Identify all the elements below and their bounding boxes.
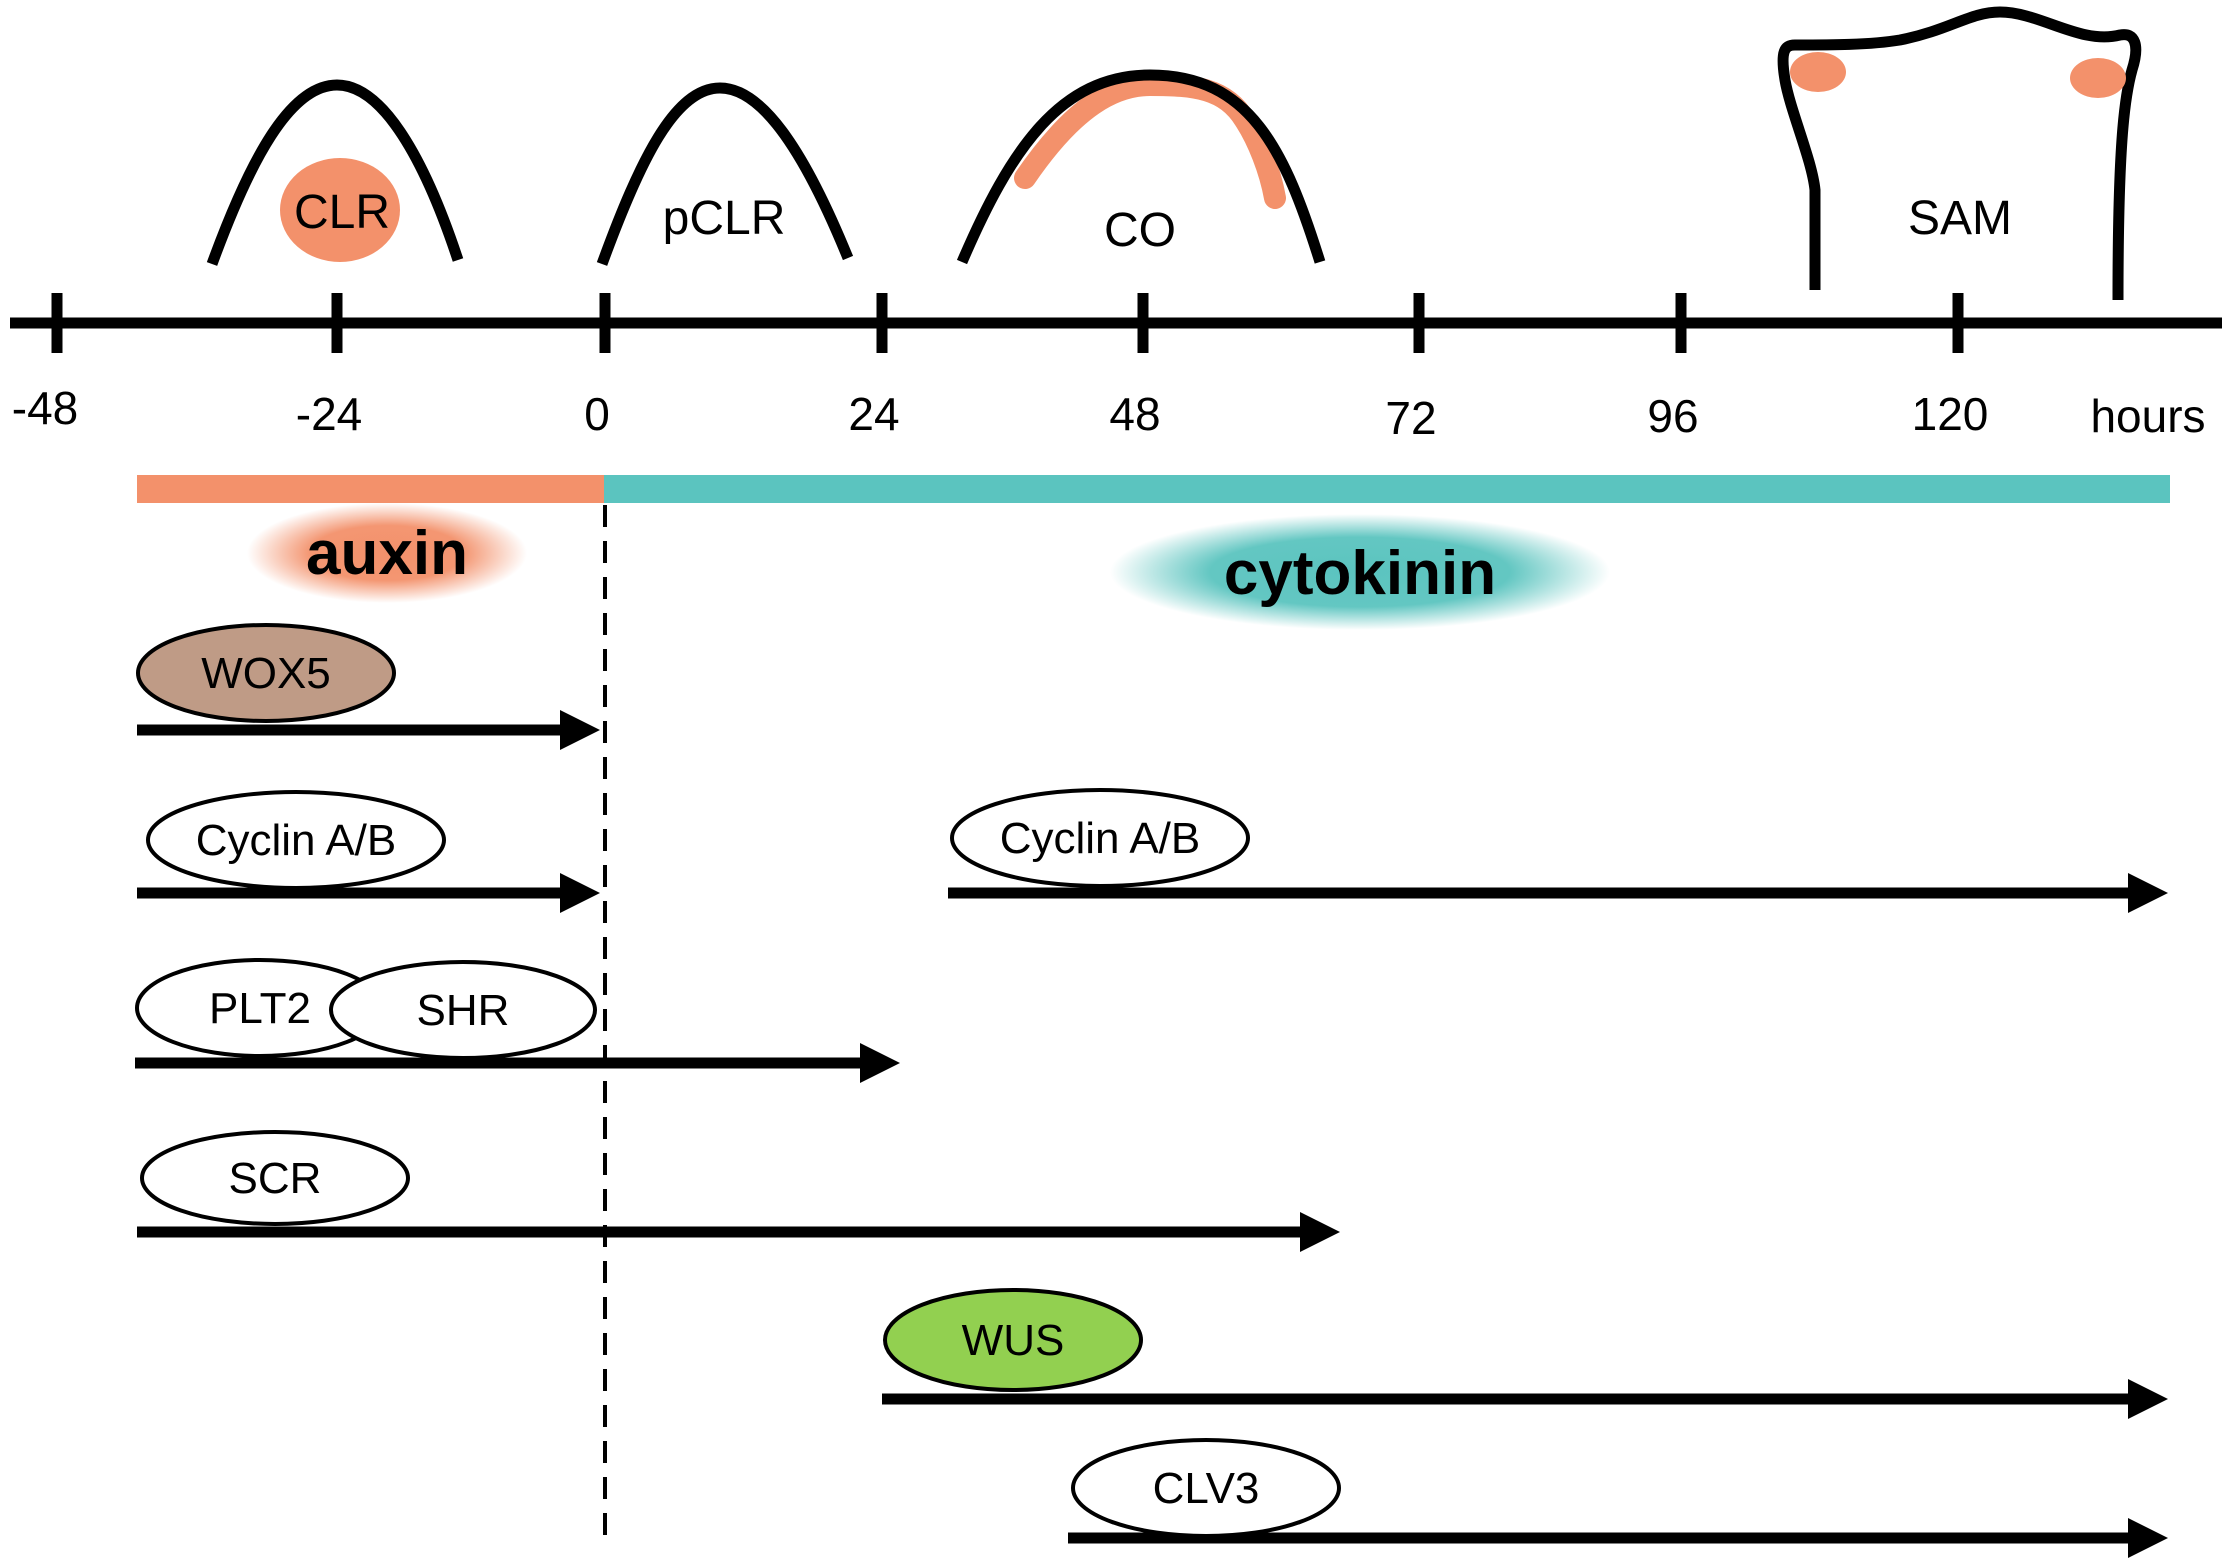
cytokinin-glow: [1110, 514, 1610, 630]
hormone-cytokinin: cytokinin: [1110, 514, 1610, 630]
structure-sam: SAM: [1777, 6, 2142, 301]
co-outline: [956, 69, 1326, 265]
timeline-tick-label: -48: [12, 382, 78, 434]
gene-label: Cyclin A/B: [1000, 814, 1201, 863]
auxin-label: auxin: [306, 519, 468, 588]
gene-label: WOX5: [201, 649, 331, 698]
timeline-ticks: [51, 293, 1964, 353]
clr-outline: [206, 79, 464, 266]
expression-arrow-head: [1300, 1212, 1340, 1252]
gene-row: WOX5: [136, 623, 600, 750]
expression-arrow-head: [560, 873, 600, 913]
timeline-tick-label: 48: [1109, 388, 1160, 440]
timeline-tick-label: 120: [1912, 388, 1989, 440]
gene-badge: [329, 960, 597, 1060]
expression-arrow-head: [2128, 1518, 2168, 1558]
gene-badge: [883, 1288, 1143, 1392]
pclr-outline: [596, 82, 854, 266]
gene-label: SCR: [229, 1154, 322, 1203]
timeline-tick-label: 96: [1647, 390, 1698, 442]
cytokinin-label: cytokinin: [1224, 539, 1496, 608]
timeline-tick-labels: -48 -24 0 24 48 72 96 120: [12, 382, 1989, 444]
gene-badge: [1071, 1438, 1341, 1538]
gene-label: PLT2: [209, 984, 311, 1033]
timeline-tick-label: -24: [296, 388, 362, 440]
expression-arrow-head: [2128, 1379, 2168, 1419]
sam-outline: [1777, 6, 2142, 301]
auxin-glow: [247, 503, 527, 603]
gene-label: SHR: [417, 986, 510, 1035]
structure-label-clr: CLR: [294, 186, 390, 239]
hormone-auxin: auxin: [247, 503, 527, 603]
gene-badge: [950, 788, 1250, 888]
cytokinin-bar: [604, 475, 2170, 503]
gene-badge: [146, 790, 446, 890]
expression-arrow-head: [560, 710, 600, 750]
structure-label-sam: SAM: [1908, 192, 2012, 245]
gene-row: WUS: [882, 1288, 2168, 1419]
expression-arrow-head: [2128, 873, 2168, 913]
expression-arrow-head: [860, 1043, 900, 1083]
timeline-tick-label: 0: [584, 388, 610, 440]
gene-label: Cyclin A/B: [196, 816, 397, 865]
gene-row: SHR: [329, 960, 597, 1060]
structure-label-co: CO: [1104, 204, 1176, 257]
hormone-bars: [137, 475, 2170, 503]
sam-auxin-spot-right: [2070, 58, 2126, 98]
gene-label: WUS: [962, 1316, 1065, 1365]
gene-row: SCR: [137, 1130, 1340, 1252]
gene-label: CLV3: [1153, 1464, 1260, 1513]
gene-row: CLV3: [1068, 1438, 2168, 1558]
gene-row: Cyclin A/B: [948, 788, 2168, 913]
structure-clr: CLR: [206, 79, 464, 266]
timeline-axis: -48 -24 0 24 48 72 96 120 hours: [10, 293, 2222, 444]
co-auxin-band: [1014, 73, 1286, 209]
gene-badge: [140, 1130, 410, 1226]
timeline-unit-label: hours: [2090, 390, 2205, 442]
gene-badge: [136, 623, 396, 723]
structure-co: CO: [956, 69, 1326, 265]
gene-row: PLT2: [135, 958, 900, 1083]
structure-label-pclr: pCLR: [663, 192, 786, 245]
clr-auxin-spot: [280, 158, 400, 262]
gene-row: Cyclin A/B: [137, 790, 600, 913]
sam-auxin-spot-left: [1790, 52, 1846, 92]
auxin-bar: [137, 475, 607, 503]
timeline-tick-label: 24: [848, 388, 899, 440]
timeline-tick-label: 72: [1385, 392, 1436, 444]
structure-pclr: pCLR: [596, 82, 854, 266]
